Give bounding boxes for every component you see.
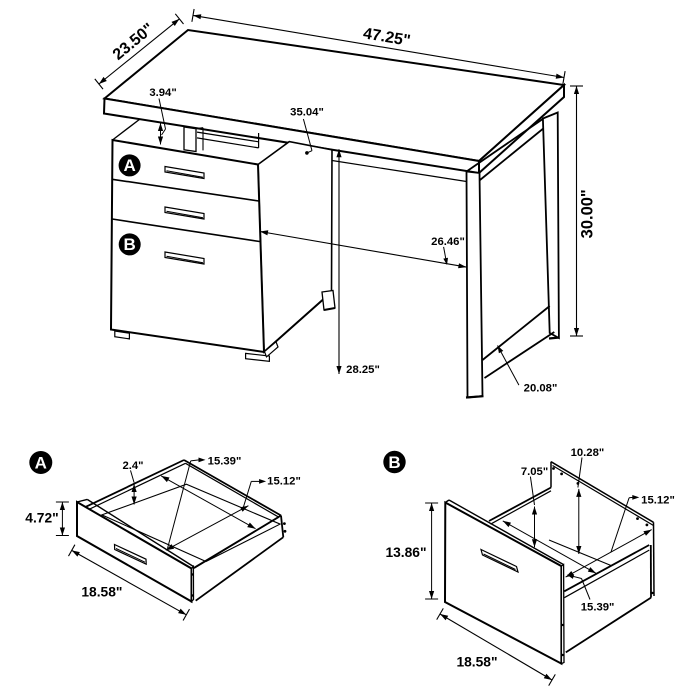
svg-text:A: A <box>35 454 47 473</box>
svg-text:15.12": 15.12" <box>267 476 301 488</box>
svg-text:35.04": 35.04" <box>290 107 324 119</box>
svg-text:15.12": 15.12" <box>641 495 675 507</box>
svg-text:A: A <box>123 156 135 175</box>
svg-text:10.28": 10.28" <box>571 447 605 459</box>
svg-text:2.4": 2.4" <box>122 460 143 472</box>
svg-text:15.39": 15.39" <box>208 455 242 467</box>
svg-text:30.00": 30.00" <box>579 189 597 238</box>
svg-text:26.46": 26.46" <box>431 236 465 248</box>
svg-text:15.39": 15.39" <box>581 602 615 614</box>
svg-text:20.08": 20.08" <box>524 383 558 395</box>
svg-text:7.05": 7.05" <box>521 466 548 478</box>
svg-text:B: B <box>124 235 136 254</box>
svg-text:B: B <box>388 453 400 472</box>
svg-text:28.25": 28.25" <box>346 364 380 376</box>
svg-text:3.94": 3.94" <box>149 87 176 99</box>
svg-text:18.58": 18.58" <box>456 655 497 670</box>
svg-text:13.86": 13.86" <box>385 545 426 560</box>
svg-text:18.58": 18.58" <box>81 585 122 600</box>
svg-text:4.72": 4.72" <box>25 511 58 526</box>
